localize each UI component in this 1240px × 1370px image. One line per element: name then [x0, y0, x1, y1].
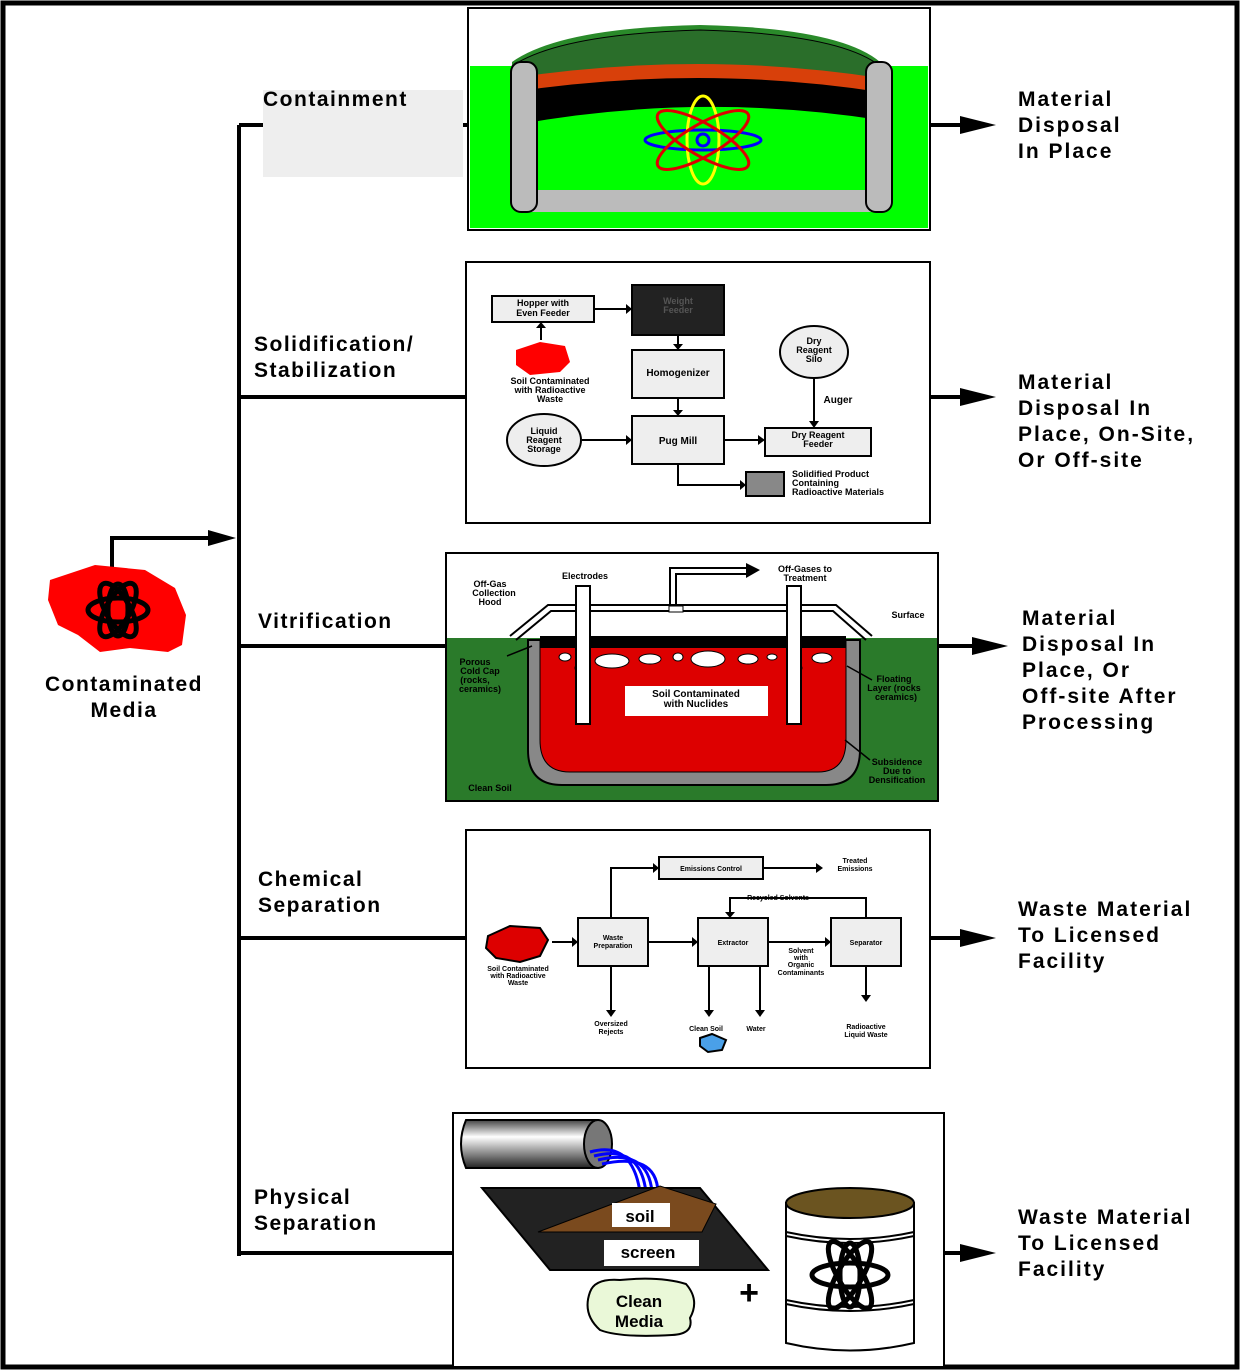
- floating-label: Floating: [877, 674, 912, 684]
- clean-media-label: Clean: [616, 1292, 662, 1311]
- hood-label-3: Hood: [479, 597, 502, 607]
- containment-label: Containment: [263, 88, 408, 111]
- output-arrows: [930, 116, 1008, 1262]
- solidification-output: Material Disposal In Place, On-Site, Or …: [1018, 371, 1196, 472]
- recycled-label: Recycled Solvents: [747, 895, 809, 902]
- extractor-box: [697, 917, 769, 967]
- cold-cap-label-4: ceramics): [459, 684, 501, 694]
- dry-feeder-box: [764, 427, 872, 457]
- oversized-label-2: Rejects: [599, 1029, 624, 1036]
- floating-label-3: ceramics): [875, 692, 917, 702]
- liquid-label: Liquid: [531, 426, 558, 436]
- treated-label: Treated: [843, 858, 868, 865]
- subsidence-label-3: Densification: [869, 775, 926, 785]
- vitrification-output: Material Disposal In Place, Or Off-site …: [1022, 607, 1178, 734]
- solidification-diagram: Hopper with Even Feeder Weight Feeder Ho…: [465, 261, 931, 524]
- homogenizer-label: Homogenizer: [646, 368, 709, 379]
- clean-media-blob: [586, 1277, 696, 1337]
- chemical-output: Waste Material To Licensed Facility: [1018, 898, 1193, 973]
- chemical-label: Chemical Separation: [258, 868, 382, 917]
- product-label-2: Containing: [792, 478, 839, 488]
- soil-label: Soil Contaminated: [510, 376, 589, 386]
- weight-feeder-label: Weight: [663, 296, 693, 306]
- hopper-box: [491, 295, 595, 323]
- dry-feeder-label: Dry Reagent: [791, 430, 844, 440]
- waste-prep-label: Waste: [603, 935, 623, 942]
- liquid-waste-label: Radioactive: [846, 1024, 885, 1031]
- chem-soil-label: Soil Contaminated: [487, 966, 548, 973]
- liquid-label-3: Storage: [527, 444, 561, 454]
- product-box: [745, 471, 785, 497]
- solvent-label-2: with: [793, 955, 808, 962]
- vit-soil-label-2: with Nuclides: [663, 699, 729, 710]
- subsidence-label: Subsidence: [872, 757, 923, 767]
- surface-label: Surface: [891, 610, 924, 620]
- chemical-diagram: Emissions Control Treated Emissions Recy…: [465, 829, 931, 1069]
- electrodes-label: Electrodes: [562, 571, 608, 581]
- dry-feeder-label-2: Feeder: [803, 439, 833, 449]
- waste-barrel-icon: [785, 1187, 915, 1352]
- cold-cap-label-3: (rocks,: [460, 675, 490, 685]
- containment-diagram: [467, 7, 931, 231]
- source-arrow: [208, 530, 236, 546]
- soil-label: soil: [625, 1207, 654, 1226]
- vitrification-diagram: Electrodes Off-Gases to Treatment Off-Ga…: [445, 552, 939, 802]
- solvent-label: Solvent: [788, 948, 814, 955]
- containment-label-backdrop: [263, 90, 463, 177]
- product-label-3: Radioactive Materials: [792, 487, 884, 497]
- soil-label-2: with Radioactive: [513, 385, 585, 395]
- extractor-label: Extractor: [718, 940, 749, 947]
- pug-mill-label: Pug Mill: [659, 436, 698, 447]
- atom-icon: [643, 94, 763, 186]
- hood-label-2: Collection: [472, 588, 516, 598]
- soil-label-3: Waste: [537, 394, 563, 404]
- chem-soil-label-3: Waste: [508, 980, 528, 987]
- liquid-label-2: Reagent: [526, 435, 562, 445]
- waste-prep-label-2: Preparation: [594, 943, 633, 950]
- auger-label: Auger: [824, 395, 853, 406]
- vitrification-label: Vitrification: [258, 610, 393, 633]
- contaminated-media-icon: [48, 565, 186, 652]
- offgases-label-2: Treatment: [783, 573, 826, 583]
- oversized-label: Oversized: [594, 1021, 627, 1028]
- hopper-label: Hopper with: [517, 298, 569, 308]
- physical-output: Waste Material To Licensed Facility: [1018, 1206, 1193, 1281]
- vit-soil-label: Soil Contaminated: [652, 689, 740, 700]
- weight-feeder-label-2: Feeder: [663, 305, 693, 315]
- liquid-waste-label-2: Liquid Waste: [844, 1032, 887, 1039]
- treated-label-2: Emissions: [837, 866, 872, 873]
- water-label: Water: [746, 1026, 765, 1033]
- offgases-label: Off-Gases to: [778, 564, 833, 574]
- cold-cap-label: Porous: [459, 657, 490, 667]
- emissions-label: Emissions Control: [680, 866, 742, 873]
- containment-output: Material Disposal In Place: [1018, 88, 1122, 163]
- solvent-label-3: Organic: [788, 962, 815, 969]
- screen-label: screen: [621, 1243, 676, 1262]
- product-label: Solidified Product: [792, 469, 869, 479]
- liquid-ellipse: [506, 413, 582, 467]
- floating-label-2: Layer (rocks: [867, 683, 921, 693]
- physical-label: Physical Separation: [254, 1186, 378, 1235]
- hopper-label-2: Even Feeder: [516, 308, 570, 318]
- silo-label: Dry: [806, 336, 821, 346]
- separator-label: Separator: [850, 940, 883, 947]
- physical-diagram: soil screen + Clean Media: [452, 1112, 945, 1368]
- chem-soil-label-2: with Radioactive: [489, 973, 545, 980]
- subsidence-label-2: Due to: [883, 766, 912, 776]
- solvent-label-4: Contaminants: [778, 970, 825, 977]
- separator-box: [830, 917, 902, 967]
- clean-media-label-2: Media: [615, 1312, 664, 1331]
- clean-soil-label: Clean Soil: [468, 783, 512, 793]
- silo-label-3: Silo: [806, 354, 823, 364]
- waste-prep-box: [577, 917, 649, 967]
- plus-sign: +: [739, 1274, 759, 1312]
- hood-label: Off-Gas: [473, 579, 506, 589]
- source-label: Contaminated Media: [44, 673, 203, 722]
- silo-label-2: Reagent: [796, 345, 832, 355]
- cold-cap-label-2: Cold Cap: [460, 666, 500, 676]
- solidification-label: Solidification/ Stabilization: [254, 333, 415, 382]
- chem-clean-soil-label: Clean Soil: [689, 1026, 723, 1033]
